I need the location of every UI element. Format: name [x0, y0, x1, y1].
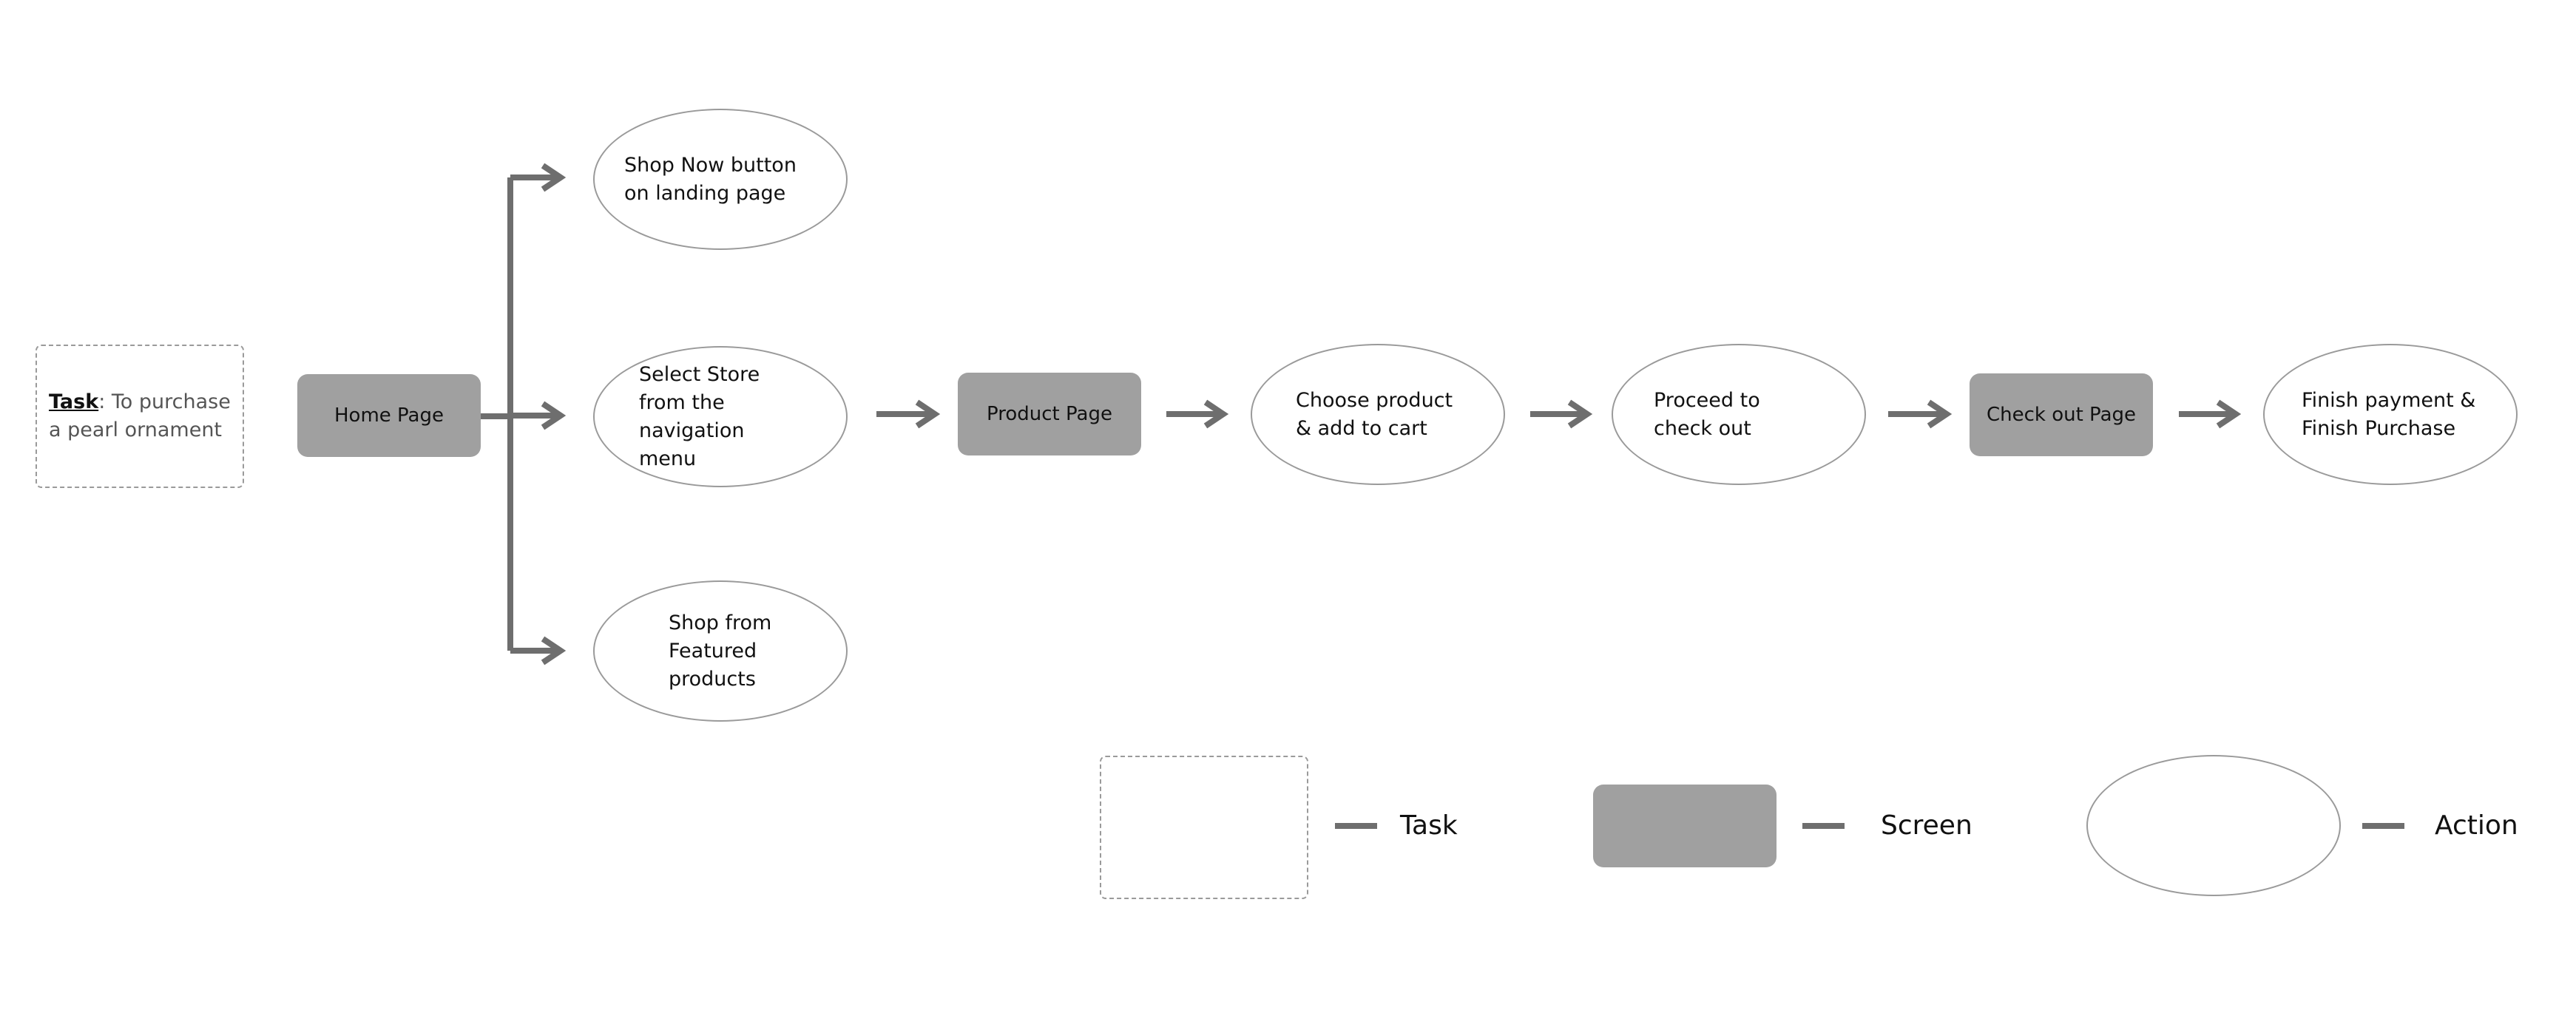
action-choose-product-label: Choose product & add to cart	[1296, 388, 1453, 440]
arrowhead-bottom	[541, 636, 567, 665]
task-box: Task: To purchase a pearl ornament	[36, 345, 244, 488]
action-finish-payment: Finish payment & Finish Purchase	[2263, 344, 2518, 485]
task-label: Task	[49, 390, 99, 413]
action-select-store: Select Store from the navigation menu	[593, 346, 848, 487]
legend-task-symbol	[1100, 756, 1308, 899]
legend-task-label: Task	[1400, 810, 1458, 841]
arrow-choose-to-proceed	[1530, 399, 1593, 429]
arrow-proceed-to-checkout	[1888, 399, 1953, 429]
screen-product-page-label: Product Page	[987, 403, 1112, 425]
legend-screen-symbol	[1593, 785, 1777, 867]
action-shop-now: Shop Now button on landing page	[593, 109, 848, 250]
screen-home-page-label: Home Page	[334, 404, 444, 427]
arrowhead-middle	[541, 401, 567, 430]
action-proceed-checkout-label: Proceed to check out	[1654, 388, 1760, 440]
arrow-checkout-to-finish	[2179, 399, 2242, 429]
legend-action-symbol	[2086, 755, 2341, 896]
screen-checkout-page: Check out Page	[1970, 373, 2153, 456]
action-choose-product: Choose product & add to cart	[1251, 344, 1505, 485]
action-featured-products: Shop from Featured products	[593, 580, 848, 722]
screen-product-page: Product Page	[958, 373, 1141, 455]
legend-screen-label: Screen	[1881, 810, 1972, 841]
legend-action-label: Action	[2435, 810, 2518, 841]
arrow-store-to-product	[876, 399, 941, 429]
screen-home-page: Home Page	[297, 374, 481, 457]
arrowhead-top	[541, 163, 567, 192]
task-description: : To purchase a pearl ornament	[49, 390, 231, 441]
action-select-store-label: Select Store from the navigation menu	[639, 362, 760, 470]
action-shop-now-label: Shop Now button on landing page	[624, 153, 797, 205]
task-text: Task: To purchase a pearl ornament	[49, 388, 231, 444]
arrow-product-to-choose	[1166, 399, 1229, 429]
action-featured-products-label: Shop from Featured products	[669, 611, 772, 691]
branch-spine	[481, 177, 513, 651]
screen-checkout-page-label: Check out Page	[1986, 404, 2137, 426]
action-finish-payment-label: Finish payment & Finish Purchase	[2302, 388, 2476, 440]
action-proceed-checkout: Proceed to check out	[1612, 344, 1866, 485]
